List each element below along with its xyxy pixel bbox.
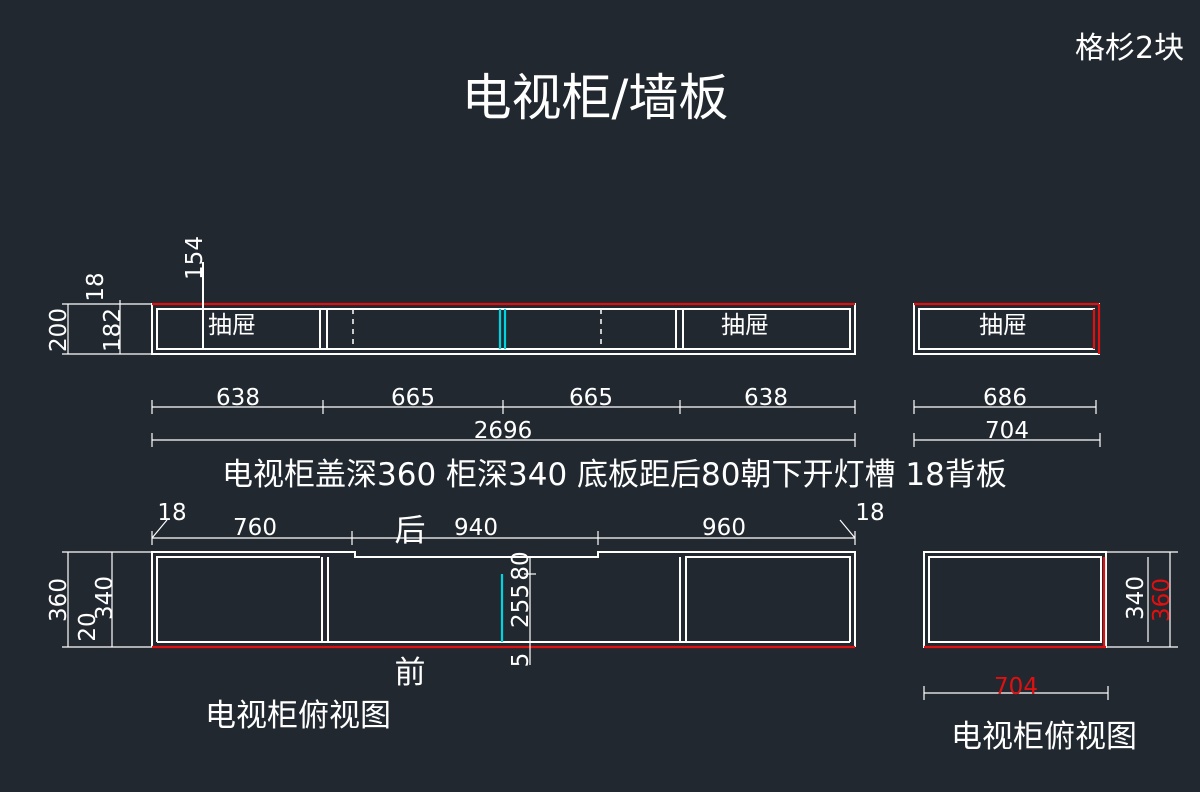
- side-front-elevation: 抽屉 686 704: [913, 302, 1101, 447]
- dim-slot-255: 255: [508, 584, 534, 628]
- dim-segment-3: 665: [569, 385, 613, 411]
- dim-top-segment-2: 940: [454, 515, 498, 541]
- top-view-caption: 电视柜俯视图: [205, 698, 391, 734]
- dim-side-depth-340: 340: [1123, 576, 1149, 620]
- label-back: 后: [395, 513, 426, 549]
- dim-top-left-18: 18: [157, 500, 186, 526]
- dim-top-segment-3: 960: [702, 515, 746, 541]
- front-segment-dims: 638 665 665 638 2696: [151, 385, 856, 447]
- front-vertical-dims: 200 18 182 154: [46, 236, 208, 355]
- dim-top-segment-1: 760: [233, 515, 277, 541]
- dim-side-top-width: 686: [983, 385, 1027, 411]
- dim-slot-80: 80: [508, 551, 534, 580]
- dim-top-right-18: 18: [855, 500, 884, 526]
- spec-note: 电视柜盖深360 柜深340 底板距后80朝下开灯槽 18背板: [222, 457, 1007, 493]
- side-top-view: 340 360 704 电视柜俯视图: [923, 551, 1178, 755]
- front-elevation: 抽屉 抽屉: [151, 262, 856, 355]
- drawer-label-left: 抽屉: [208, 311, 256, 339]
- dim-gap-20: 20: [75, 612, 101, 641]
- label-front: 前: [395, 655, 426, 691]
- dim-segment-4: 638: [744, 385, 788, 411]
- side-top-view-caption: 电视柜俯视图: [951, 719, 1137, 755]
- dim-side-total-width: 704: [985, 418, 1029, 444]
- dim-depth-360: 360: [46, 578, 72, 622]
- dim-offset-154: 154: [182, 236, 208, 280]
- dim-depth-340: 340: [92, 576, 118, 620]
- dim-segment-2: 665: [391, 385, 435, 411]
- dim-body-182: 182: [100, 308, 126, 352]
- dim-side-depth-360: 360: [1149, 578, 1175, 622]
- corner-note: 格杉2块: [1075, 31, 1184, 66]
- dim-side-width-704: 704: [994, 674, 1038, 700]
- drawing-title: 电视柜/墙板: [462, 69, 729, 127]
- dim-segment-1: 638: [216, 385, 260, 411]
- dim-top-18: 18: [83, 272, 109, 301]
- drawer-label-right: 抽屉: [721, 311, 769, 339]
- side-drawer-label: 抽屉: [979, 311, 1027, 339]
- dim-slot-5: 5: [508, 653, 534, 668]
- dim-height-200: 200: [46, 308, 72, 352]
- top-view: 18 18 760 940 960 后 80 255 5 360 340 20 …: [46, 500, 885, 734]
- dim-total-width: 2696: [474, 418, 533, 444]
